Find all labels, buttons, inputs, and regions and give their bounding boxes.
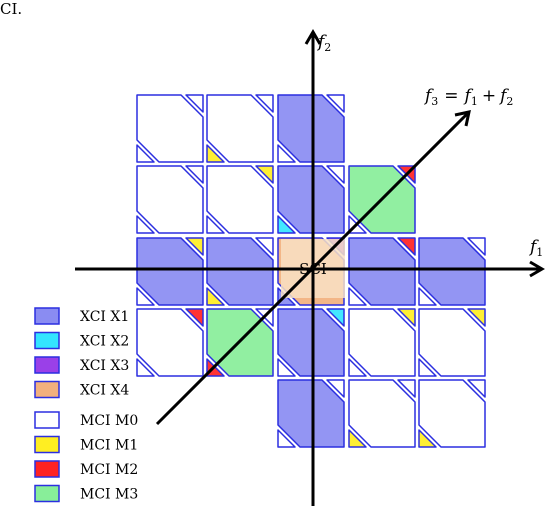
corner-triangle (467, 308, 486, 327)
hexagon-cell (277, 308, 345, 377)
f1-arrowhead (529, 260, 545, 278)
corner-triangle (467, 237, 486, 256)
corner-triangle (326, 94, 345, 113)
legend-swatch-m0 (34, 411, 60, 429)
corner-triangle (326, 379, 345, 398)
legend-swatch-m1 (34, 435, 60, 454)
legend-swatch-m3 (34, 484, 60, 503)
legend: XCI X1 XCI X2 XCI X3 XCI X4 MCI M0 MCI M1 MCI … (34, 307, 138, 503)
sci-label: SCI (299, 260, 327, 278)
axes (75, 29, 545, 506)
corner-triangle (136, 287, 155, 306)
hexagon-cell (348, 379, 416, 448)
legend-label-m0: MCI M0 (80, 413, 138, 429)
f3-equation-label: f3=f1+f2 (423, 86, 513, 108)
corner-triangle (348, 287, 367, 306)
hexagon-cell (277, 165, 345, 234)
hexagon-cell (418, 237, 486, 306)
legend-swatch-m2 (34, 460, 60, 478)
corner-triangle (277, 429, 296, 448)
corner-triangle (185, 94, 204, 113)
corner-triangle (348, 358, 367, 377)
legend-label-m1: MCI M1 (80, 438, 138, 454)
f3-arrowhead (454, 110, 471, 127)
corner-triangle (255, 237, 274, 256)
corner-triangle (326, 165, 345, 184)
corner-triangle (185, 237, 204, 256)
corner-triangle (185, 165, 204, 184)
legend-swatch-x1 (34, 307, 60, 325)
hexagon-cell (136, 308, 204, 377)
corner-triangle (206, 144, 225, 163)
f2-label: f2 (316, 32, 331, 54)
corner-triangle (467, 379, 486, 398)
corner-triangle (277, 215, 296, 234)
corner-triangle (277, 358, 296, 377)
corner-triangle (418, 429, 437, 448)
cell-grid (136, 94, 486, 448)
hexagon-cell (418, 379, 486, 448)
legend-swatch-x4 (34, 380, 60, 399)
legend-swatch-x3 (34, 356, 60, 374)
hexagon-cell (206, 165, 274, 234)
legend-label-x1: XCI X1 (80, 309, 129, 325)
legend-label-x4: XCI X4 (80, 383, 129, 399)
f2-arrowhead (304, 29, 322, 45)
hexagon-cell (136, 94, 204, 163)
legend-label-m2: MCI M2 (80, 462, 138, 478)
corner-triangle (255, 165, 274, 184)
corner-triangle (136, 358, 155, 377)
top-left-fragment: CI. (0, 0, 22, 18)
hexagon-cell (206, 94, 274, 163)
corner-triangle (397, 308, 416, 327)
corner-triangle (136, 215, 155, 234)
corner-triangle (277, 144, 296, 163)
corner-triangle (418, 287, 437, 306)
corner-triangle (136, 144, 155, 163)
corner-triangle (206, 215, 225, 234)
f3-axis (155, 112, 469, 426)
legend-swatch-x2 (34, 331, 60, 350)
hexagon-cell (348, 308, 416, 377)
corner-triangle (348, 429, 367, 448)
hexagon-cell (418, 308, 486, 377)
hexagon-cell (136, 165, 204, 234)
hexagon-cell (277, 379, 345, 448)
hexagon-cell (348, 237, 416, 306)
corner-triangle (397, 379, 416, 398)
f1-label: f1 (528, 237, 543, 259)
corner-triangle (397, 237, 416, 256)
corner-triangle (206, 287, 225, 306)
legend-label-x2: XCI X2 (80, 334, 129, 350)
legend-label-m3: MCI M3 (80, 487, 138, 503)
hexagon-cell (206, 237, 274, 306)
hexagon-cell (136, 237, 204, 306)
corner-triangle (418, 358, 437, 377)
corner-triangle (255, 94, 274, 113)
hexagon-cell (277, 94, 345, 163)
corner-triangle (326, 308, 345, 327)
legend-label-x3: XCI X3 (80, 358, 129, 374)
corner-triangle (185, 308, 204, 327)
